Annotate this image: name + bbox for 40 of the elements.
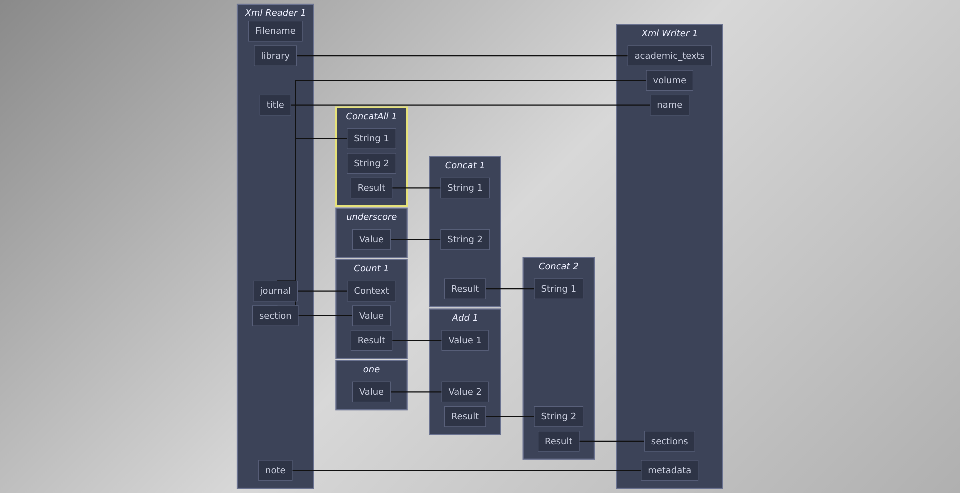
node-box: String 1 bbox=[346, 128, 396, 150]
node-box: String 2 bbox=[346, 153, 396, 174]
node-box: Value bbox=[352, 306, 391, 326]
connector bbox=[292, 470, 642, 472]
node-box: Result bbox=[444, 406, 486, 428]
node-box: note bbox=[258, 460, 293, 481]
connector bbox=[579, 440, 644, 442]
connector bbox=[296, 55, 628, 57]
node-box: volume bbox=[646, 70, 694, 92]
node-box: Value 1 bbox=[442, 330, 489, 351]
node-box: Value 2 bbox=[442, 382, 489, 403]
node-box: Result bbox=[350, 330, 392, 351]
node-box: journal bbox=[253, 280, 298, 302]
node-box: String 1 bbox=[534, 278, 584, 300]
connector bbox=[298, 315, 353, 317]
connector bbox=[390, 392, 442, 393]
node-box: String 1 bbox=[440, 178, 490, 199]
node-box: Result bbox=[538, 431, 580, 452]
node-box: name bbox=[650, 94, 690, 116]
connector bbox=[486, 416, 534, 418]
node-box: Context bbox=[347, 280, 396, 302]
connector bbox=[486, 288, 534, 290]
node-box: Result bbox=[444, 278, 486, 300]
node-box: section bbox=[252, 306, 299, 326]
connector bbox=[392, 188, 441, 189]
node-box: sections bbox=[644, 431, 696, 452]
connector bbox=[290, 104, 650, 106]
node-box: Value bbox=[352, 229, 391, 250]
node-box: library bbox=[254, 46, 297, 66]
connector bbox=[298, 290, 348, 292]
node-box: metadata bbox=[640, 460, 698, 481]
node-box: Result bbox=[350, 178, 392, 199]
node-box: String 2 bbox=[534, 406, 584, 428]
node-box: Filename bbox=[248, 21, 303, 42]
node-box: Value bbox=[352, 382, 391, 403]
connector bbox=[392, 340, 442, 342]
node-box: academic_texts bbox=[628, 46, 712, 66]
node-box: String 2 bbox=[440, 229, 490, 250]
node-box: title bbox=[260, 94, 292, 116]
connector bbox=[390, 239, 441, 240]
